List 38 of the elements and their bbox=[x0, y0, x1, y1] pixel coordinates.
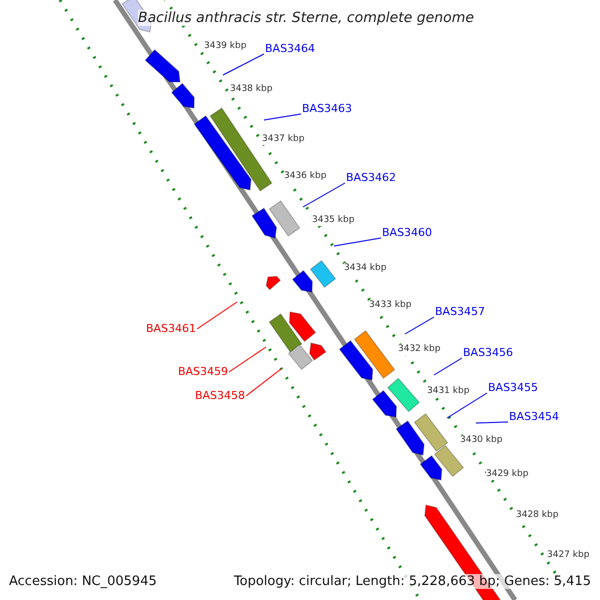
leader-line bbox=[302, 182, 346, 208]
leader-line bbox=[196, 302, 238, 330]
scale-label: 3432 kbp bbox=[398, 344, 440, 355]
accession-text: Accession: NC_005945 bbox=[9, 574, 157, 589]
gene-label: BAS3455 bbox=[488, 381, 538, 394]
gene-label: BAS3462 bbox=[346, 171, 396, 184]
gene-label: BAS3464 bbox=[265, 42, 316, 55]
gene-label: BAS3463 bbox=[302, 102, 352, 115]
gene-label: BAS3460 bbox=[382, 226, 432, 239]
scale-label: 3436 kbp bbox=[284, 171, 326, 182]
gene-label: BAS3461 bbox=[146, 322, 196, 335]
scale-label: 3438 kbp bbox=[230, 84, 272, 95]
leader-line bbox=[228, 346, 266, 372]
gene-label: BAS3456 bbox=[463, 346, 514, 359]
scale-label: 3431 kbp bbox=[427, 386, 470, 397]
gene-label: BAS3458 bbox=[194, 389, 245, 402]
scale-label: 3428 kbp bbox=[516, 510, 558, 521]
leader-line bbox=[404, 316, 434, 334]
leader-line bbox=[434, 358, 462, 376]
gene-label: BAS3457 bbox=[435, 305, 486, 318]
map-title: Bacillus anthracis str. Sterne, complete genome bbox=[138, 10, 474, 26]
scale-label: 3427 kbp bbox=[547, 550, 590, 561]
scale-label: 3437 kbp bbox=[262, 134, 304, 145]
scale-label: 3429 kbp bbox=[486, 469, 528, 480]
scale-label: 3434 kbp bbox=[344, 263, 386, 274]
leader-line bbox=[476, 422, 508, 424]
leader-line bbox=[334, 238, 382, 246]
leader-line bbox=[222, 54, 264, 76]
genome-info-text: Topology: circular; Length: 5,228,663 bp; Genes: 5,415 bbox=[234, 574, 591, 589]
scale-label: 3430 kbp bbox=[460, 435, 502, 446]
gene-label: BAS3454 bbox=[509, 410, 560, 423]
leader-line bbox=[246, 368, 282, 396]
leader-line bbox=[446, 392, 488, 418]
leader-line bbox=[264, 114, 302, 120]
scale-label: 3433 kbp bbox=[369, 300, 412, 311]
gene-label: BAS3459 bbox=[178, 365, 228, 378]
scale-label: 3439 kbp bbox=[204, 41, 246, 52]
scale-label: 3435 kbp bbox=[312, 215, 354, 226]
